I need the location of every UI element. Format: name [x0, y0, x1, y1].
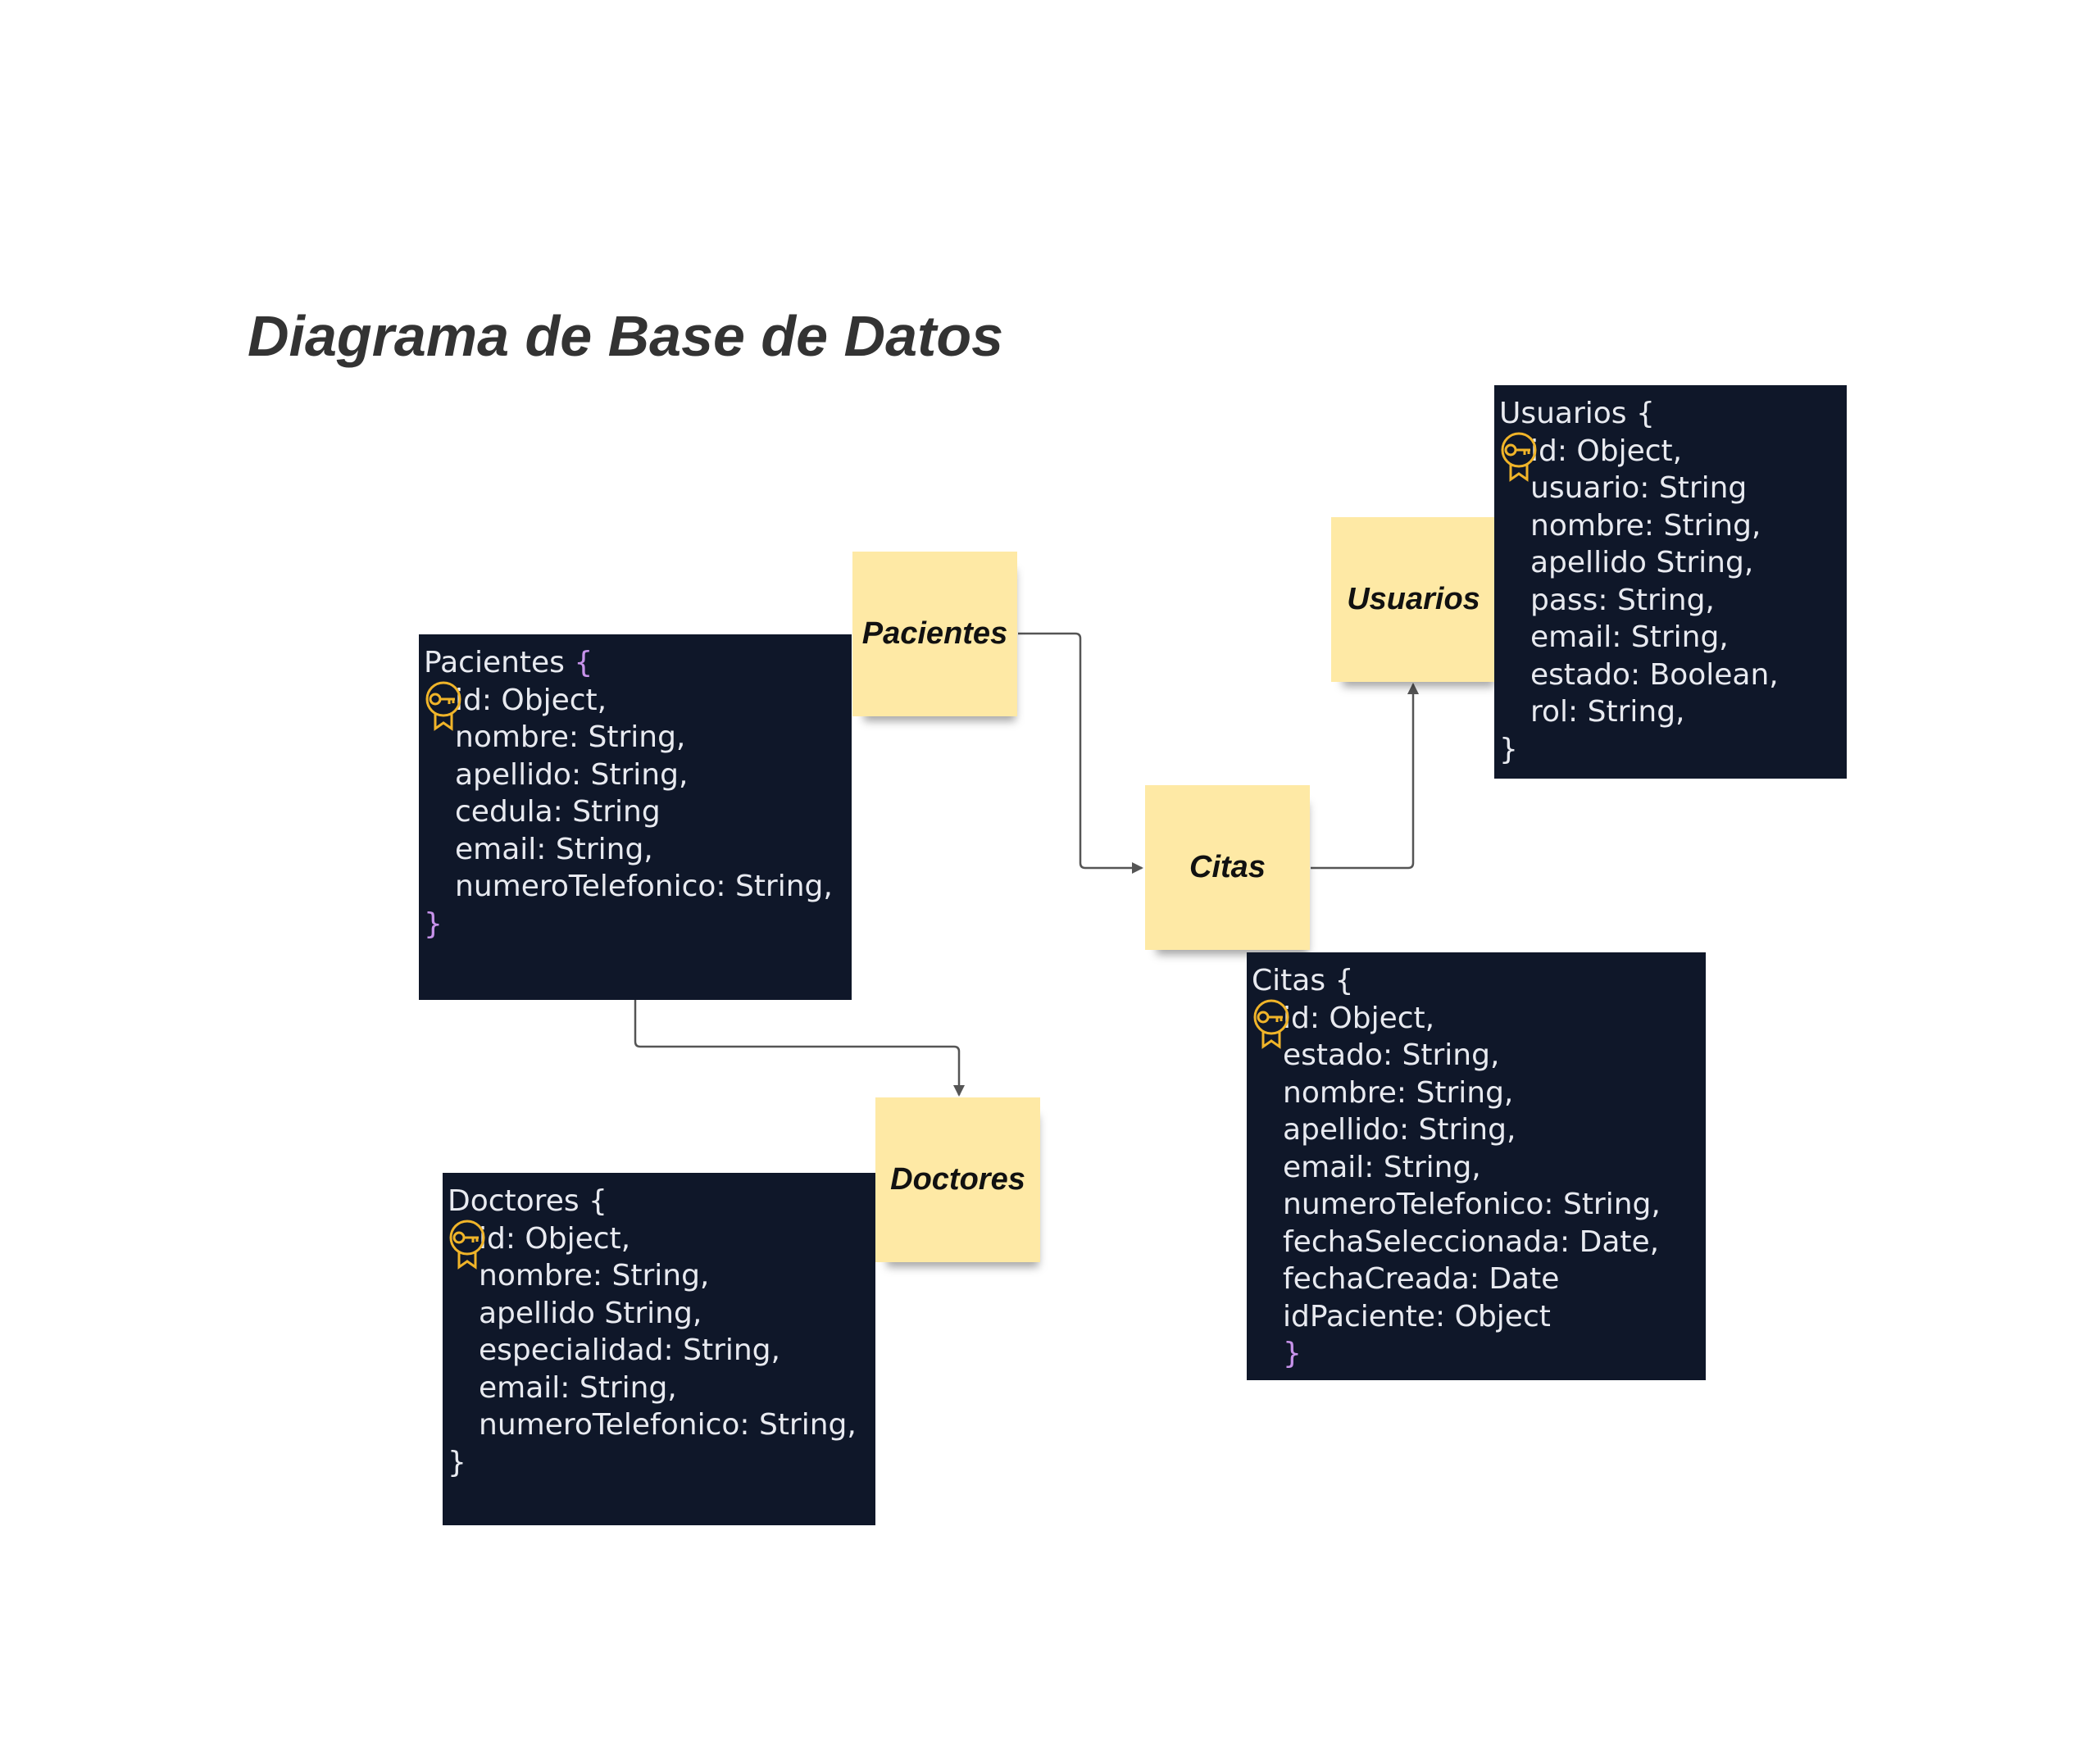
- schema-fields: id: Object, nombre: String, apellido Str…: [448, 1220, 875, 1444]
- schema-block-pacientes[interactable]: Pacientes { id: Object, nombre: String, …: [419, 634, 852, 1000]
- schema-field: email: String,: [1283, 1150, 1481, 1184]
- schema-field: apellido: String,: [1283, 1113, 1516, 1147]
- open-brace: {: [589, 1184, 607, 1218]
- open-brace: {: [574, 646, 593, 679]
- schema-field: cedula: String: [455, 795, 661, 829]
- open-brace: {: [1334, 964, 1354, 997]
- schema-block-citas[interactable]: Citas { id: Object, estado: String, nomb…: [1247, 952, 1706, 1380]
- schema-field: apellido String,: [1530, 546, 1754, 579]
- sticky-pacientes[interactable]: Pacientes: [852, 552, 1017, 716]
- schema-field: nombre: String,: [1283, 1075, 1514, 1110]
- schema-field: nombre: String,: [455, 720, 686, 754]
- close-brace: }: [1499, 732, 1518, 766]
- schema-field: email: String,: [479, 1370, 677, 1405]
- schema-field: rol: String,: [1530, 695, 1685, 729]
- schema-fields: id: Object, estado: String, nombre: Stri…: [1252, 999, 1706, 1373]
- connector-pacientes-doctores[interactable]: [634, 1000, 965, 1097]
- open-brace: {: [1636, 397, 1655, 430]
- schema-field: nombre: String,: [1530, 508, 1761, 543]
- schema-field: id: Object,: [455, 683, 607, 717]
- schema-field: id: Object,: [479, 1221, 631, 1256]
- schema-name: Doctores: [448, 1184, 580, 1218]
- schema-name: Citas: [1252, 964, 1326, 997]
- schema-field: numeroTelefonico: String,: [1283, 1188, 1661, 1221]
- schema-block-doctores[interactable]: Doctores { id: Object, nombre: String, a…: [443, 1173, 875, 1525]
- schema-field: numeroTelefonico: String,: [479, 1408, 857, 1442]
- schema-field: nombre: String,: [479, 1259, 710, 1293]
- schema-fields: id: Object, usuario: String nombre: Stri…: [1499, 432, 1847, 731]
- schema-header: Doctores {: [448, 1183, 875, 1220]
- sticky-citas-label: Citas: [1189, 850, 1266, 884]
- schema-field: id: Object,: [1283, 1001, 1435, 1035]
- schema-field: usuario: String: [1530, 471, 1748, 505]
- sticky-doctores-label: Doctores: [890, 1162, 1025, 1197]
- schema-block-usuarios[interactable]: Usuarios { id: Object, usuario: String n…: [1494, 385, 1847, 779]
- key-badge-icon: [449, 1220, 485, 1270]
- sticky-usuarios-label: Usuarios: [1347, 582, 1480, 616]
- schema-name: Pacientes: [424, 646, 565, 679]
- schema-name: Usuarios: [1499, 397, 1627, 430]
- sticky-usuarios[interactable]: Usuarios: [1331, 517, 1496, 682]
- schema-header: Citas {: [1252, 962, 1706, 1000]
- schema-header: Pacientes {: [424, 644, 852, 682]
- schema-field: fechaCreada: Date: [1283, 1262, 1560, 1296]
- schema-field: apellido: String,: [455, 757, 689, 792]
- sticky-pacientes-label: Pacientes: [861, 616, 1008, 651]
- schema-field: fechaSeleccionada: Date,: [1283, 1224, 1660, 1259]
- connector-citas-usuarios[interactable]: [1311, 683, 1419, 870]
- schema-field: especialidad: String,: [479, 1333, 780, 1367]
- schema-field: numeroTelefonico: String,: [455, 870, 833, 903]
- key-badge-icon: [1501, 432, 1537, 482]
- diagram-title: Diagrama de Base de Datos: [248, 304, 1004, 368]
- schema-field: email: String,: [1530, 620, 1729, 654]
- connector-pacientes-citas[interactable]: [1018, 632, 1143, 874]
- schema-field: estado: String,: [1283, 1038, 1500, 1072]
- schema-field: estado: Boolean,: [1530, 657, 1779, 692]
- key-badge-icon: [425, 681, 461, 731]
- close-brace: }: [448, 1445, 466, 1479]
- sticky-doctores[interactable]: Doctores: [875, 1097, 1040, 1262]
- schema-field: pass: String,: [1530, 583, 1715, 617]
- schema-field: apellido String,: [479, 1296, 702, 1330]
- schema-field: email: String,: [455, 832, 653, 866]
- close-brace: }: [1283, 1337, 1302, 1370]
- sticky-citas[interactable]: Citas: [1145, 785, 1310, 950]
- schema-field: id: Object,: [1530, 434, 1683, 468]
- schema-field: idPaciente: Object: [1283, 1299, 1551, 1333]
- key-badge-icon: [1253, 999, 1289, 1049]
- schema-fields: id: Object, nombre: String, apellido: St…: [424, 681, 852, 906]
- schema-header: Usuarios {: [1499, 395, 1847, 433]
- close-brace: }: [424, 906, 443, 941]
